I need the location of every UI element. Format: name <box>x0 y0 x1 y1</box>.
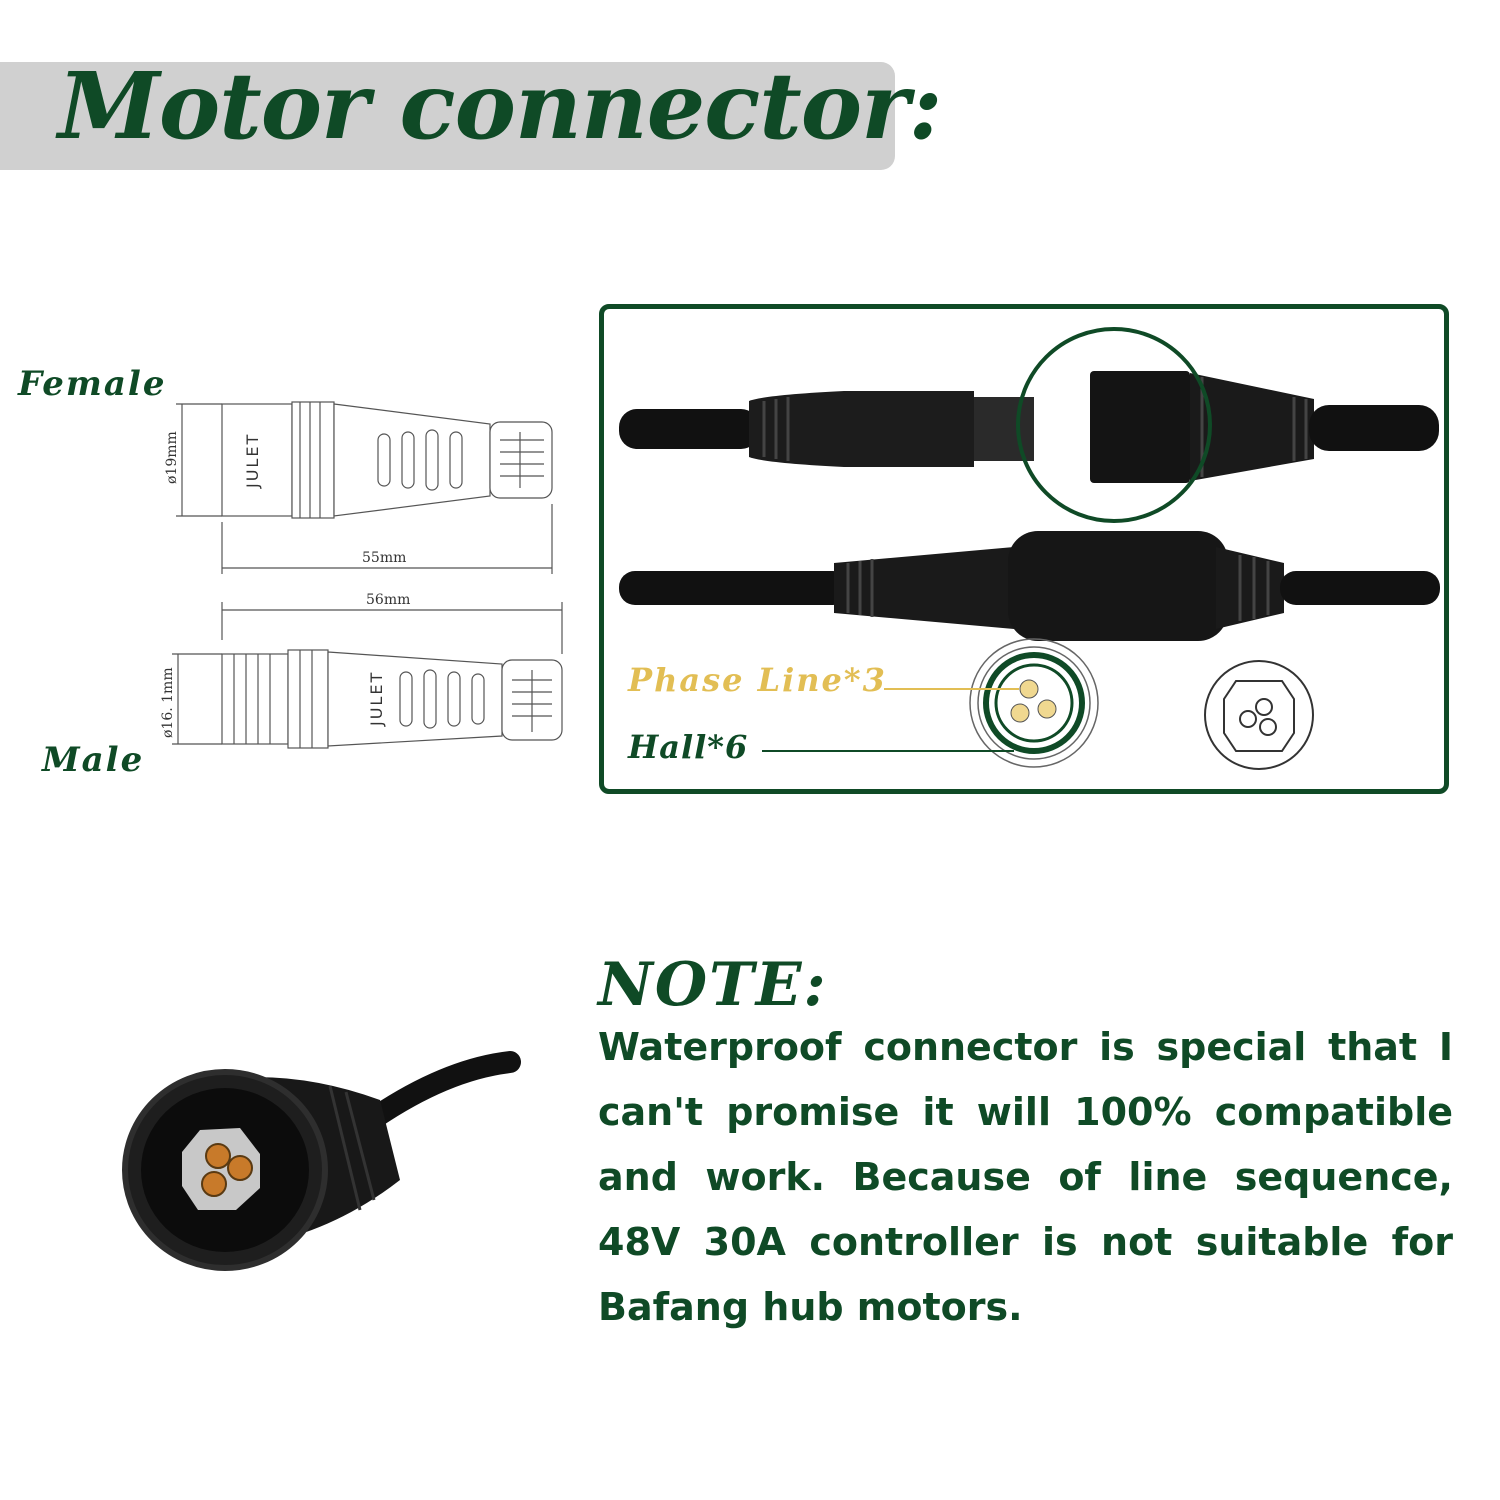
page-title: Motor connector: <box>58 52 943 160</box>
separated-connector-cable <box>619 327 1439 523</box>
female-pin-diagram <box>762 638 1099 768</box>
title-band <box>0 62 895 170</box>
connector-photo-panel <box>599 304 1449 794</box>
connector-dimension-drawing: ø19mm 55mm 56mm ø16. 1mm JULET JULET <box>160 401 563 749</box>
connector-plug-illustration <box>122 1051 521 1271</box>
male-length-label: 56mm <box>366 592 410 608</box>
male-label: Male <box>42 740 145 780</box>
female-label: Female <box>18 364 167 404</box>
joined-connector-cable <box>619 531 1440 641</box>
female-length-label: 55mm <box>362 550 406 566</box>
connector-photo-illustration <box>619 327 1440 770</box>
phase-line-label: Phase Line*3 <box>628 661 887 699</box>
hall-label: Hall*6 <box>628 728 749 766</box>
note-title: NOTE: <box>598 950 828 1020</box>
male-pin-diagram <box>1204 660 1314 770</box>
male-connector-drawing <box>221 649 563 749</box>
note-body: Waterproof connector is special that I c… <box>598 1025 1453 1329</box>
female-brand-text: JULET <box>243 433 262 489</box>
male-brand-text: JULET <box>367 671 386 727</box>
male-diameter-label: ø16. 1mm <box>160 667 176 738</box>
female-diameter-label: ø19mm <box>164 431 180 484</box>
female-connector-drawing <box>221 401 553 519</box>
